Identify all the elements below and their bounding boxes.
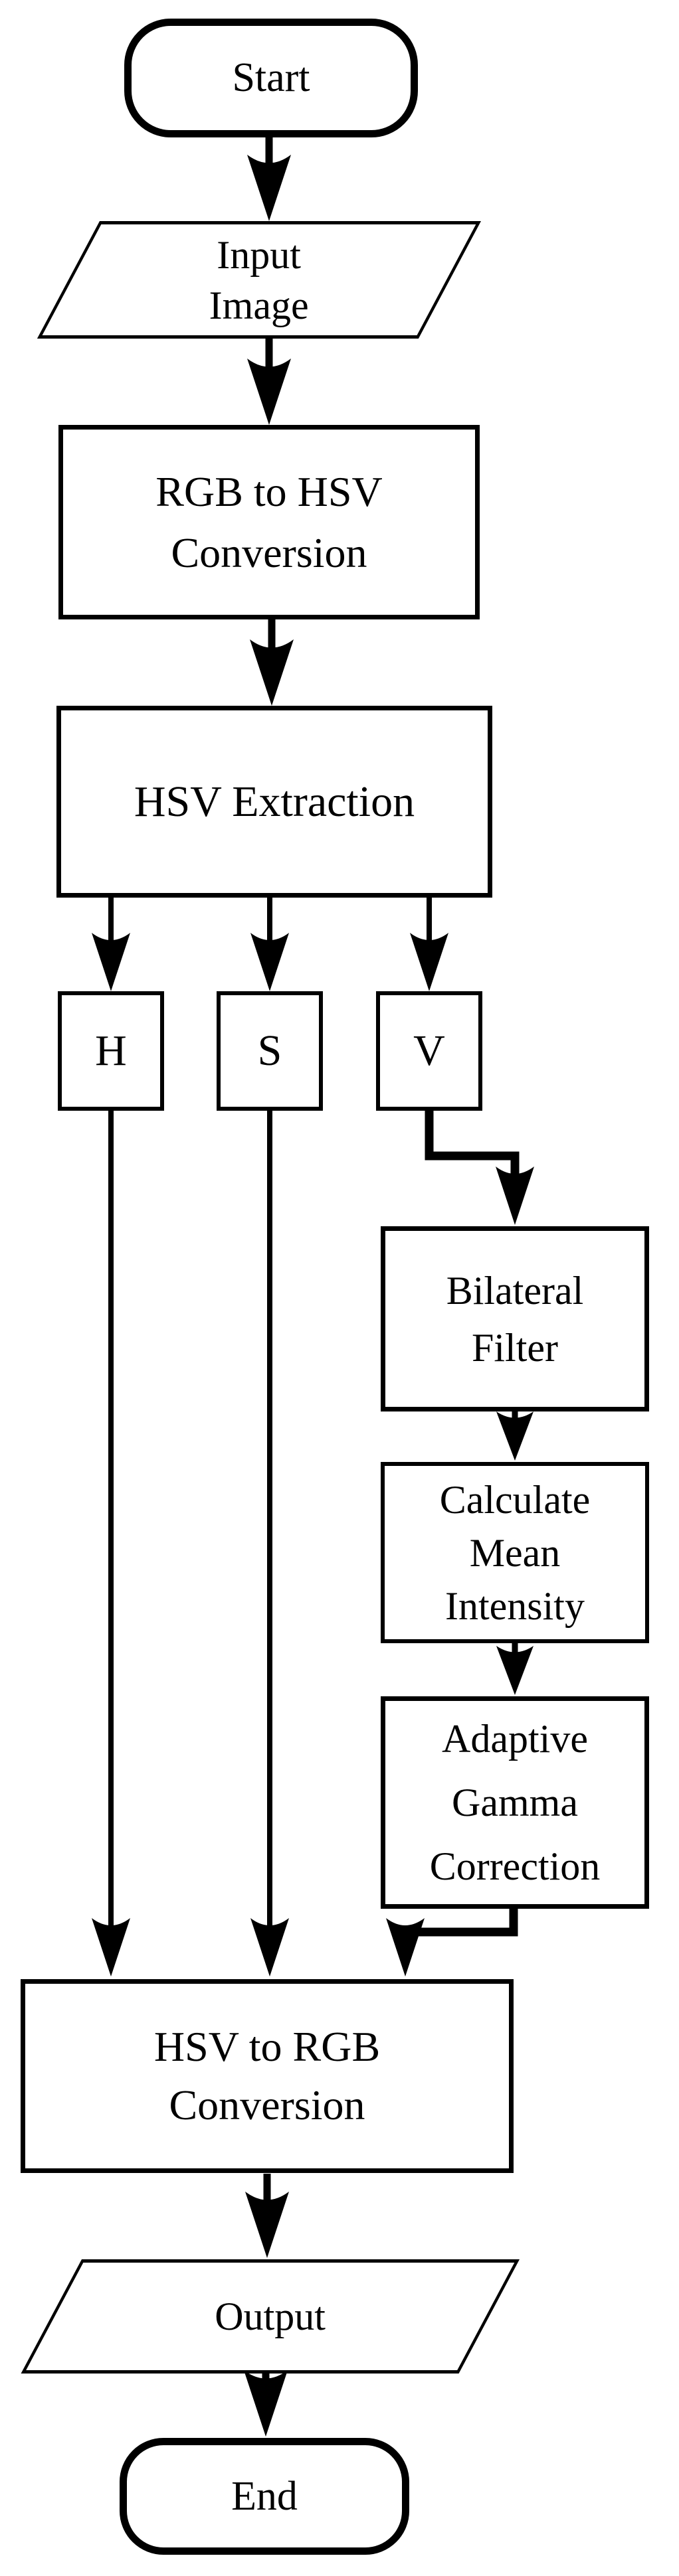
rgb-to-hsv-line2: Conversion [171, 528, 367, 576]
arrowhead-icon [410, 933, 448, 991]
edge-gamma-to-hsv2rgb [386, 1909, 518, 1976]
arrowhead-icon [247, 155, 291, 221]
adaptive-gamma-correction-box: Adaptive Gamma Correction [381, 1696, 649, 1909]
calculate-mean-line1: Calculate [439, 1477, 591, 1522]
h-channel-label: H [95, 1026, 127, 1075]
arrowhead-icon [244, 2370, 288, 2437]
hsv-extraction-label: HSV Extraction [134, 777, 415, 826]
hsv-to-rgb-line2: Conversion [169, 2081, 365, 2129]
v-channel-label: V [413, 1026, 445, 1075]
s-channel-label: S [257, 1026, 282, 1075]
bilateral-filter-line1: Bilateral [446, 1268, 584, 1313]
arrowhead-icon [245, 2192, 289, 2258]
edge-bilateral-to-mean [496, 1411, 534, 1461]
input-image-label: Input Image [209, 232, 309, 327]
arrowhead-icon [496, 1167, 534, 1225]
adaptive-gamma-line2: Gamma [452, 1781, 578, 1824]
end-label: End [231, 2473, 298, 2519]
edge-hsv2rgb-to-output [245, 2174, 289, 2258]
calculate-mean-line3: Intensity [445, 1583, 585, 1628]
arrowhead-icon [386, 1918, 425, 1976]
arrowhead-icon [92, 933, 130, 991]
v-channel-box: V [376, 991, 482, 1111]
rgb-to-hsv-line1: RGB to HSV [155, 467, 383, 515]
arrowhead-icon [250, 1918, 289, 1976]
rgb-to-hsv-conversion-box: RGB to HSV Conversion [58, 425, 480, 619]
edge-mean-to-gamma [496, 1643, 534, 1695]
input-image-parallelogram: Input Image [37, 221, 481, 339]
edge-rgb2hsv-to-extraction [250, 619, 294, 706]
edge-start-to-input [247, 137, 291, 221]
edge-output-to-end [244, 2370, 288, 2437]
edge-extraction-to-h [92, 898, 130, 991]
hsv-extraction-box: HSV Extraction [56, 706, 492, 898]
start-label: Start [232, 55, 310, 100]
edge-extraction-to-v [410, 898, 448, 991]
arrowhead-icon [250, 933, 289, 991]
arrowhead-icon [250, 639, 294, 706]
calculate-mean-intensity-box: Calculate Mean Intensity [381, 1462, 649, 1643]
edge-h-to-hsv2rgb [92, 1111, 130, 1976]
s-channel-box: S [217, 991, 323, 1111]
edge-s-to-hsv2rgb [250, 1111, 289, 1976]
arrowhead-icon [496, 1646, 534, 1695]
edge-input-to-rgb2hsv [247, 339, 291, 425]
start-terminator: Start [124, 19, 418, 137]
calculate-mean-line2: Mean [469, 1530, 561, 1575]
hsv-to-rgb-conversion-box: HSV to RGB Conversion [21, 1979, 514, 2173]
adaptive-gamma-line1: Adaptive [442, 1717, 588, 1761]
arrowhead-icon [496, 1411, 534, 1461]
hsv-to-rgb-line1: HSV to RGB [153, 2023, 381, 2070]
bilateral-filter-box: Bilateral Filter [381, 1226, 649, 1411]
arrowhead-icon [92, 1918, 130, 1976]
arrowhead-icon [247, 359, 291, 425]
edge-extraction-to-s [250, 898, 289, 991]
end-terminator: End [120, 2438, 409, 2555]
output-label: Output [215, 2294, 326, 2338]
h-channel-box: H [58, 991, 164, 1111]
output-parallelogram: Output [21, 2259, 520, 2374]
bilateral-filter-line2: Filter [472, 1325, 558, 1370]
edge-v-to-bilateral [425, 1111, 534, 1225]
adaptive-gamma-line3: Correction [429, 1844, 601, 1888]
